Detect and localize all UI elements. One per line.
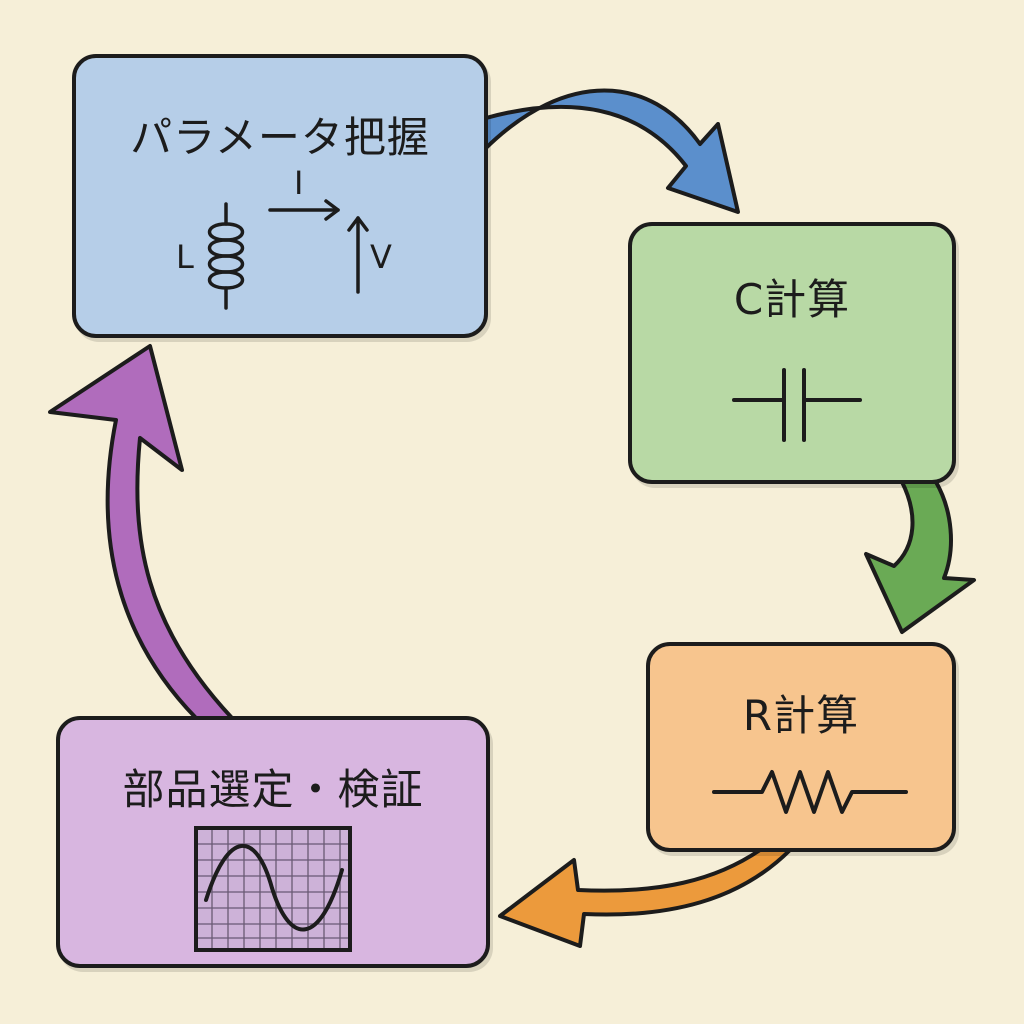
current-label: I [294, 164, 303, 202]
arrow-c-to-r [864, 480, 976, 634]
current-arrow-icon [268, 199, 340, 221]
step-box-c-calculation: C計算 [628, 222, 956, 484]
step-box-r-calculation: R計算 [646, 642, 956, 852]
inductor-coil-icon [207, 202, 245, 310]
step-title-c-calculation: C計算 [733, 275, 851, 324]
voltage-label: V [370, 238, 392, 276]
step-box-component-selection: 部品選定・検証 [56, 716, 490, 968]
step-box-parameters: パラメータ把握 L I V [72, 54, 488, 338]
oscilloscope-icon [194, 826, 352, 952]
inductor-label: L [176, 238, 194, 276]
arrow-params-to-c [484, 88, 740, 214]
scope-sine-wave [204, 843, 344, 932]
arrow-r-to-select [498, 848, 792, 948]
step-title-r-calculation: R計算 [742, 691, 860, 740]
resistor-icon [712, 770, 908, 814]
capacitor-icon [732, 368, 862, 442]
voltage-arrow-icon [347, 216, 369, 294]
step-title-component-selection: 部品選定・検証 [122, 765, 424, 814]
step-title-parameters: パラメータ把握 [130, 113, 430, 162]
inductor-circuit-sketch: L I V [176, 164, 392, 310]
arrow-select-to-params [48, 344, 234, 720]
